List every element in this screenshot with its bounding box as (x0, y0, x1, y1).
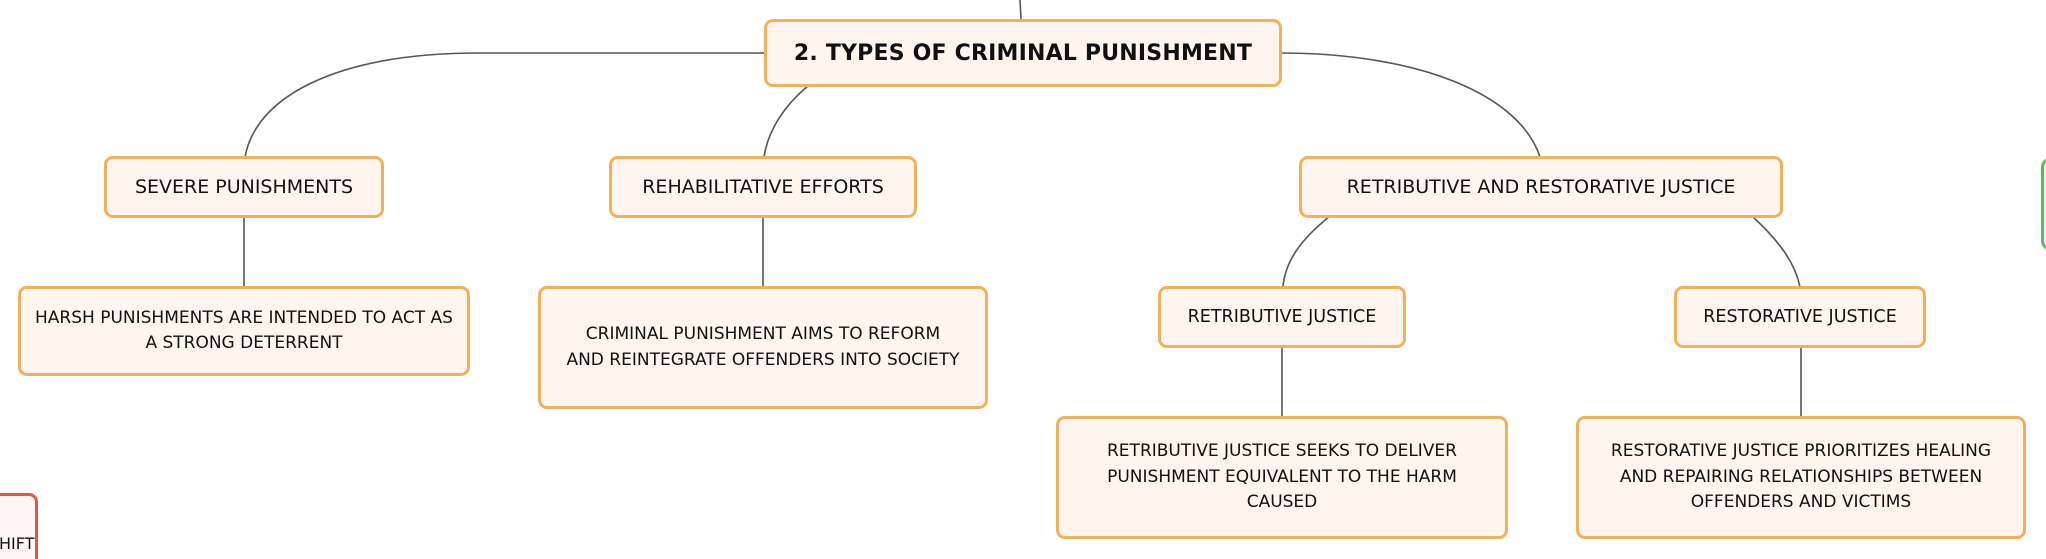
branch-node-label: SEVERE PUNISHMENTS (134, 175, 354, 198)
detail-node-rehab[interactable]: CRIMINAL PUNISHMENT AIMS TO REFORM AND R… (538, 286, 988, 409)
connector-root-justice (1279, 52, 1541, 158)
connector-root-rehab (763, 85, 809, 158)
branch-node-rehabilitative-efforts[interactable]: REHABILITATIVE EFFORTS (609, 156, 917, 218)
offscreen-node-left[interactable]: HIFT (0, 493, 38, 559)
detail-node-severe[interactable]: HARSH PUNISHMENTS ARE INTENDED TO ACT AS… (18, 286, 470, 376)
connector-justice-retributive (1282, 215, 1331, 288)
detail-node-restorative[interactable]: RESTORATIVE JUSTICE PRIORITIZES HEALING … (1576, 416, 2026, 539)
detail-node-text: RETRIBUTIVE JUSTICE SEEKS TO DELIVER PUN… (1107, 441, 1457, 513)
detail-node-text: HARSH PUNISHMENTS ARE INTENDED TO ACT AS… (35, 307, 453, 354)
connector-root-severe (244, 52, 765, 158)
offscreen-node-label: HIFT (0, 534, 35, 553)
offscreen-node-right[interactable] (2041, 158, 2046, 250)
child-node-label: RESTORATIVE JUSTICE (1703, 306, 1897, 327)
branch-node-label: REHABILITATIVE EFFORTS (642, 175, 884, 198)
child-node-retributive-justice[interactable]: RETRIBUTIVE JUSTICE (1158, 286, 1406, 348)
child-node-restorative-justice[interactable]: RESTORATIVE JUSTICE (1674, 286, 1926, 348)
connector-from-parent (1019, 0, 1022, 20)
branch-node-retributive-restorative[interactable]: RETRIBUTIVE AND RESTORATIVE JUSTICE (1299, 156, 1783, 218)
connector-justice-restorative (1751, 215, 1801, 288)
root-node-label: 2. TYPES OF CRIMINAL PUNISHMENT (793, 40, 1253, 66)
branch-node-severe-punishments[interactable]: SEVERE PUNISHMENTS (104, 156, 384, 218)
branch-node-label: RETRIBUTIVE AND RESTORATIVE JUSTICE (1346, 175, 1736, 198)
child-node-label: RETRIBUTIVE JUSTICE (1187, 306, 1377, 327)
detail-node-retributive[interactable]: RETRIBUTIVE JUSTICE SEEKS TO DELIVER PUN… (1056, 416, 1508, 539)
detail-node-text: RESTORATIVE JUSTICE PRIORITIZES HEALING … (1610, 441, 1992, 513)
root-node[interactable]: 2. TYPES OF CRIMINAL PUNISHMENT (764, 19, 1282, 87)
detail-node-text: CRIMINAL PUNISHMENT AIMS TO REFORM AND R… (566, 324, 960, 370)
